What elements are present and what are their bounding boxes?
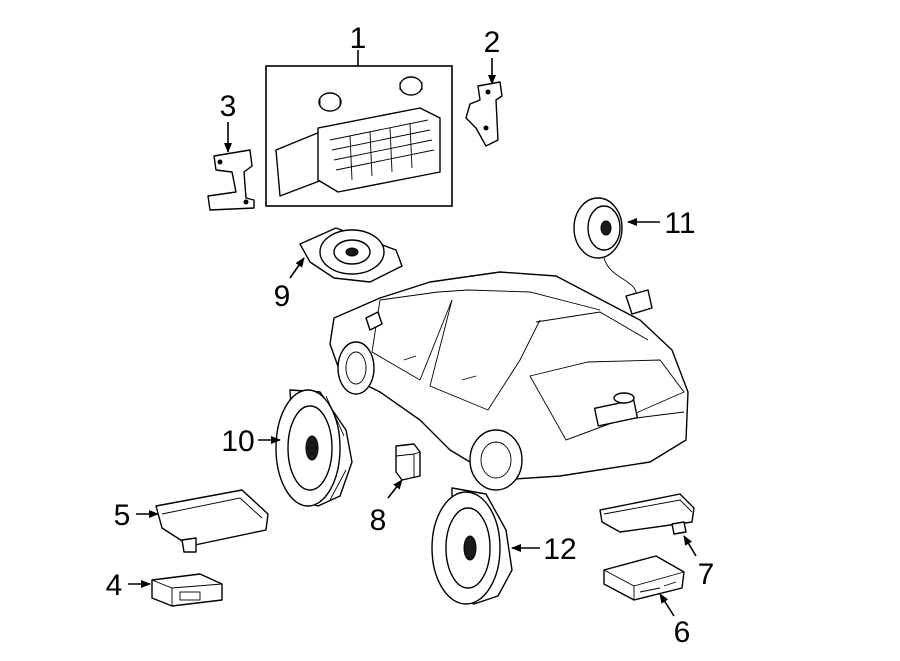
tweeter-speaker (299, 227, 403, 283)
rear-door-speaker (431, 487, 513, 605)
bracket-left (207, 149, 255, 211)
callout-8: 8 (370, 504, 387, 537)
callout-4: 4 (106, 569, 123, 602)
callout-2: 2 (484, 26, 501, 59)
rear-speaker-with-harness (573, 197, 653, 315)
amplifier-bracket (599, 493, 695, 535)
callout-12: 12 (543, 533, 576, 566)
amplifier-cover (155, 489, 269, 553)
callout-9: 9 (274, 280, 291, 313)
callout-6: 6 (674, 616, 691, 649)
front-door-speaker (275, 389, 353, 507)
vehicle-body (329, 271, 689, 491)
bracket-right (465, 81, 503, 147)
callout-3: 3 (220, 90, 237, 123)
callout-10: 10 (221, 425, 254, 458)
receiver-module (151, 573, 223, 607)
callout-11: 11 (664, 207, 695, 240)
usb-aux-jack (395, 443, 421, 481)
radio-head-unit (265, 65, 453, 207)
callout-5: 5 (114, 499, 131, 532)
callout-7: 7 (698, 558, 715, 591)
callout-1: 1 (350, 22, 367, 55)
amplifier-unit (603, 555, 685, 601)
